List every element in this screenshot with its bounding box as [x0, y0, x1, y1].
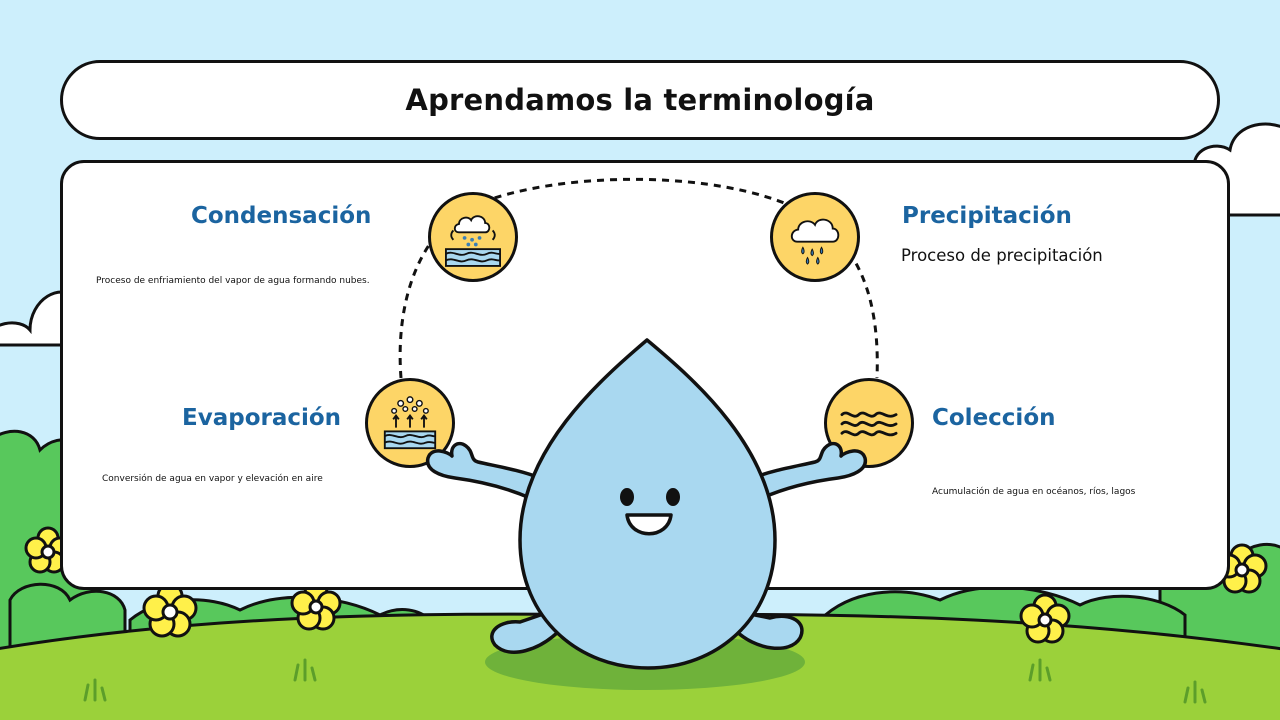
- term-desc-coleccion: Acumulación de agua en océanos, ríos, la…: [932, 487, 1136, 497]
- term-title-precipitacion: Precipitación: [902, 203, 1072, 229]
- cloud-over-water-icon: [428, 192, 518, 282]
- page-title: Aprendamos la terminología: [405, 83, 875, 117]
- title-bar: Aprendamos la terminología: [60, 60, 1220, 140]
- term-title-coleccion: Colección: [932, 405, 1056, 431]
- term-title-condensacion: Condensación: [191, 203, 372, 229]
- term-desc-precipitacion: Proceso de precipitación: [901, 246, 1103, 265]
- evaporation-icon: [365, 378, 455, 468]
- term-desc-evaporacion: Conversión de agua en vapor y elevación …: [102, 474, 323, 484]
- grass-tufts: [83, 658, 1207, 704]
- term-title-evaporacion: Evaporación: [182, 405, 342, 431]
- rain-cloud-icon: [770, 192, 860, 282]
- term-desc-condensacion: Proceso de enfriamiento del vapor de agu…: [96, 276, 370, 286]
